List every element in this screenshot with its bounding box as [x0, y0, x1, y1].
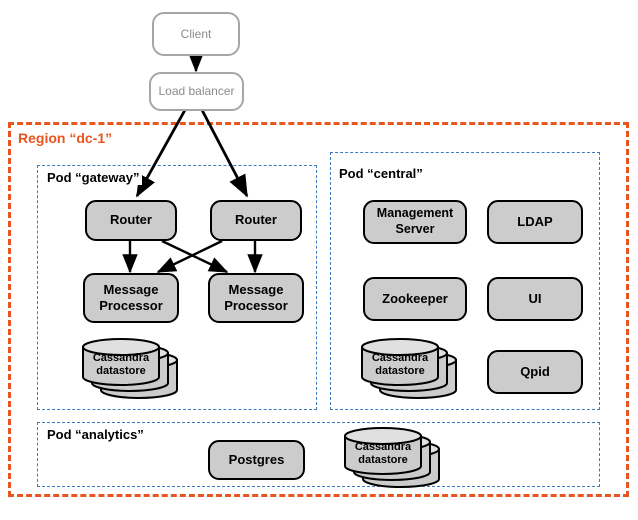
node-message-processor-2[interactable]: Message Processor — [208, 273, 304, 323]
pod-central-label: Pod “central” — [336, 166, 426, 181]
node-ui[interactable]: UI — [487, 277, 583, 321]
node-load-balancer[interactable]: Load balancer — [149, 72, 244, 111]
cylinder-copy-1 — [344, 427, 422, 475]
pod-analytics-label: Pod “analytics” — [44, 427, 147, 442]
pod-central — [330, 152, 600, 410]
node-client-label: Client — [180, 26, 212, 41]
region-dc-1 — [8, 122, 629, 497]
node-message-processor-1[interactable]: Message Processor — [83, 273, 179, 323]
cylinder-copy-1 — [361, 338, 439, 386]
node-router-2[interactable]: Router — [210, 200, 302, 241]
pod-gateway-label: Pod “gateway” — [44, 170, 143, 185]
node-router-2-label: Router — [235, 212, 277, 228]
node-management-server-label-line-1: Management — [376, 206, 454, 221]
region-label: Region “dc-1” — [14, 130, 117, 146]
node-router-1-label: Router — [110, 212, 152, 228]
node-qpid[interactable]: Qpid — [487, 350, 583, 394]
node-ldap-label: LDAP — [517, 213, 553, 229]
node-postgres-label: Postgres — [228, 451, 285, 467]
pod-analytics — [37, 422, 600, 487]
node-message-processor-1-label-line-1: Message — [103, 281, 159, 297]
node-management-server[interactable]: Management Server — [363, 200, 467, 244]
node-qpid-label: Qpid — [520, 363, 550, 379]
node-load-balancer-label: Load balancer — [158, 84, 235, 98]
node-message-processor-2-label-line-1: Message — [228, 281, 284, 297]
node-management-server-label-line-2: Server — [395, 222, 435, 236]
datastore-cassandra-central[interactable]: Cassandra datastore — [358, 338, 478, 400]
node-message-processor-1-label-line-2: Processor — [99, 298, 163, 313]
node-zookeeper-label: Zookeeper — [382, 290, 448, 306]
node-ldap[interactable]: LDAP — [487, 200, 583, 244]
node-postgres[interactable]: Postgres — [208, 440, 305, 480]
node-client[interactable]: Client — [152, 12, 240, 56]
node-ui-label: UI — [528, 290, 542, 306]
datastore-cassandra-gateway[interactable]: Cassandra datastore — [79, 338, 199, 400]
cylinder-copy-1 — [82, 338, 160, 386]
node-router-1[interactable]: Router — [85, 200, 177, 241]
datastore-cassandra-analytics[interactable]: Cassandra datastore — [341, 427, 461, 489]
node-message-processor-2-label-line-2: Processor — [224, 298, 288, 313]
node-zookeeper[interactable]: Zookeeper — [363, 277, 467, 321]
